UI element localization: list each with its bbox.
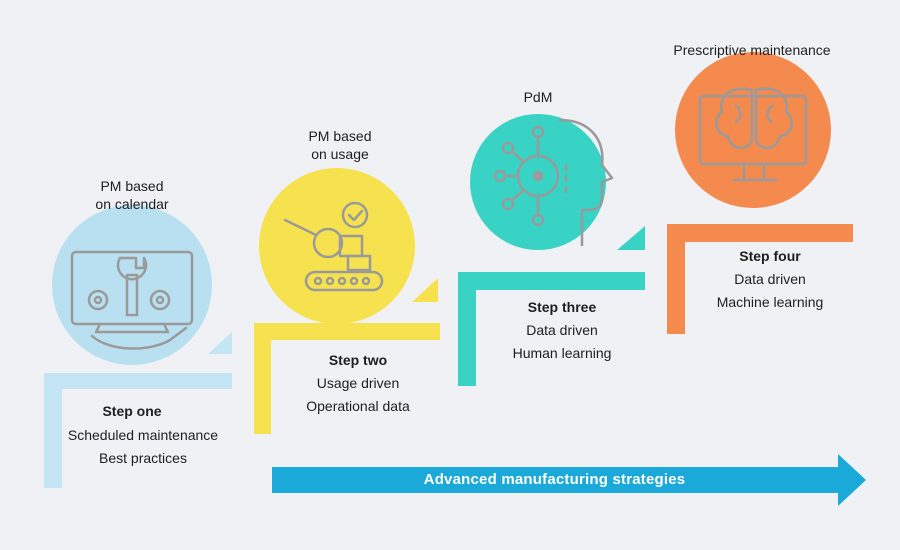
step-four-line-2: Machine learning — [716, 294, 824, 310]
step-three-line-1: Data driven — [526, 322, 598, 338]
step-two-line-1: Usage driven — [316, 375, 400, 391]
step-three-graphic — [458, 114, 645, 386]
ai-head-network-icon — [493, 118, 614, 247]
step-one-line-1: Scheduled maintenance — [67, 427, 219, 443]
step-two-description: Usage driven Operational data — [272, 372, 444, 418]
step-one-line-2: Best practices — [99, 450, 187, 466]
step-three-wedge — [617, 226, 645, 250]
step-one-graphic — [44, 205, 232, 488]
step-four-stair — [667, 224, 853, 334]
step-four-line-1: Data driven — [734, 271, 806, 287]
arrow-label: Advanced manufacturing strategies — [423, 471, 686, 488]
step-one-heading: PM based on calendar — [95, 178, 169, 212]
step-two-heading: PM based on usage — [308, 128, 372, 162]
conveyor-magnifier-icon — [283, 201, 384, 292]
step-three-heading: PdM — [523, 89, 553, 105]
step-one-stair — [44, 373, 232, 488]
step-two-stair — [254, 323, 440, 434]
step-four-description: Data driven Machine learning — [686, 268, 854, 314]
step-two-label: Step two — [328, 352, 388, 368]
step-three-circle — [470, 114, 606, 250]
progress-arrow — [272, 454, 866, 506]
step-two-graphic — [254, 168, 440, 434]
step-three-line-2: Human learning — [512, 345, 612, 361]
brain-monitor-icon — [698, 87, 808, 182]
step-two-circle — [259, 168, 415, 324]
step-four-heading: Prescriptive maintenance — [673, 42, 831, 58]
step-two-line-2: Operational data — [306, 398, 410, 414]
step-four-label: Step four — [739, 248, 801, 264]
step-three-stair — [458, 272, 645, 386]
step-one-description: Scheduled maintenance Best practices — [44, 424, 242, 470]
step-one-label: Step one — [102, 403, 162, 419]
step-four-graphic — [667, 52, 853, 334]
step-three-label: Step three — [527, 299, 597, 315]
step-two-wedge — [412, 278, 438, 302]
step-one-wedge — [208, 332, 232, 354]
step-three-description: Data driven Human learning — [478, 319, 646, 365]
step-one-circle — [52, 205, 212, 365]
wrench-gears-laptop-icon — [70, 250, 194, 350]
